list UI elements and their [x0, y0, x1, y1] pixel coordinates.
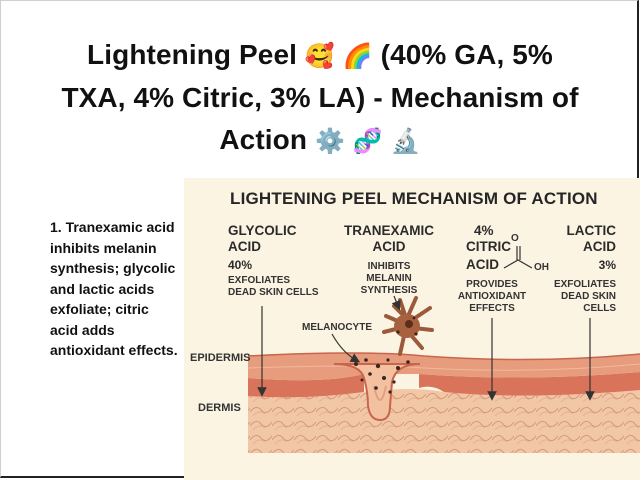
- tranexamic-effect-2: MELANIN: [366, 273, 412, 284]
- title-tail-line1: (40% GA, 5%: [380, 39, 553, 70]
- tranexamic-name-2: ACID: [372, 239, 406, 254]
- citric-percent: 4%: [474, 223, 494, 238]
- tranexamic-effect-3: SYNTHESIS: [360, 285, 418, 296]
- microscope-icon: 🔬: [390, 127, 421, 155]
- dna-icon: 🧬: [352, 127, 383, 155]
- glycolic-percent: 40%: [228, 258, 253, 272]
- citric-effect-1: PROVIDES: [466, 279, 518, 290]
- skin-cross-section-illustration: [247, 246, 640, 453]
- tranexamic-name-1: TRANEXAMIC: [344, 223, 434, 238]
- lactic-effect-1: EXFOLIATES: [553, 279, 616, 290]
- slide-title: Lightening Peel 🥰 🌈 (40% GA, 5% TXA, 4% …: [20, 34, 620, 162]
- epidermis-basal-band: [248, 374, 364, 398]
- mechanism-diagram-panel: LIGHTENING PEEL MECHANISM OF ACTION GLYC…: [184, 178, 640, 480]
- title-line2: TXA, 4% Citric, 3% LA) - Mechanism of: [61, 82, 579, 113]
- glycolic-name-2: ACID: [228, 239, 261, 254]
- citric-formula-oh: OH: [534, 262, 549, 273]
- epidermis-label: EPIDERMIS: [190, 352, 251, 364]
- citric-formula-o: O: [511, 233, 519, 244]
- tranexamic-effect-1: INHIBITS: [367, 261, 411, 272]
- lactic-effect-3: CELLS: [583, 303, 616, 314]
- lactic-name-1: LACTIC: [566, 223, 617, 238]
- follicle-pocket: [333, 363, 421, 422]
- rainbow-icon: 🌈: [342, 42, 373, 70]
- title-line3: Action: [219, 124, 308, 155]
- smiling-face-with-hearts-icon: 🥰: [304, 42, 335, 70]
- sidebar-summary-text: 1. Tranexamic acid inhibits melanin synt…: [50, 219, 178, 358]
- dermis-label: DERMIS: [198, 402, 241, 414]
- melanocyte-cell: [382, 296, 434, 356]
- glycolic-effect-2: DEAD SKIN CELLS: [228, 287, 319, 298]
- citric-effect-2: ANTIOXIDANT: [457, 291, 527, 302]
- melanocyte-pointer: [331, 333, 361, 363]
- title-main: Lightening Peel: [87, 39, 298, 70]
- tranexamic-arrow: [391, 295, 401, 311]
- melanocyte-label: MELANOCYTE: [302, 322, 372, 333]
- citric-name-1: CITRIC: [466, 239, 511, 254]
- melanin-granules: [354, 358, 410, 394]
- lactic-name-2: ACID: [583, 239, 616, 254]
- gear-icon: ⚙️: [314, 127, 345, 155]
- lactic-effect-2: DEAD SKIN: [560, 291, 616, 302]
- citric-name-2: ACID: [466, 257, 499, 272]
- diagram-heading: LIGHTENING PEEL MECHANISM OF ACTION: [230, 189, 598, 208]
- citric-effect-3: EFFECTS: [469, 303, 515, 314]
- glycolic-name-1: GLYCOLIC: [228, 223, 297, 238]
- citric-acid-formula: [503, 246, 533, 269]
- glycolic-effect-1: EXFOLIATES: [228, 275, 291, 286]
- lactic-percent: 3%: [598, 258, 616, 272]
